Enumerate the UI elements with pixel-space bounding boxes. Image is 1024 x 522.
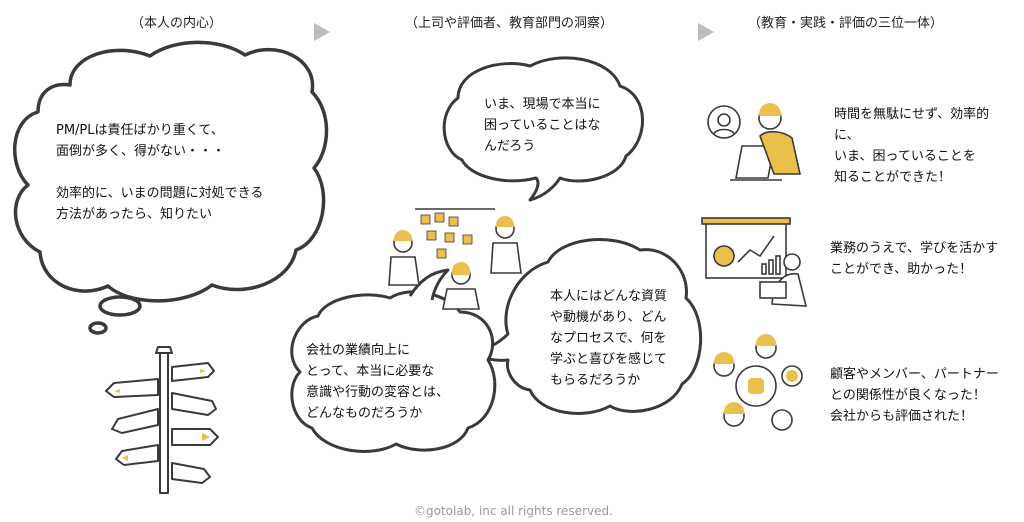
right-3-line-2: との関係性が良くなった！	[830, 388, 986, 403]
right-2-line-2: ことができ、助かった！	[830, 262, 973, 277]
sticky-note-meeting-illustration	[388, 208, 522, 310]
right-item-3-text: 顧客やメンバー、パートナー との関係性が良くなった！ 会社からも評価された！	[830, 364, 999, 427]
right-2-line-1: 業務のうえで、学びを活かす	[830, 241, 999, 256]
thought-dot-large	[98, 295, 142, 317]
presentation-illustration	[701, 217, 808, 307]
mid-right-line-2: や動機があり、どん	[550, 310, 667, 325]
right-1-line-1: 時間を無駄にせず、効率的	[834, 107, 990, 122]
mid-top-text: いま、現場で本当に 困っていることはな んだろう	[484, 94, 600, 157]
left-line-4: 方法があったら、知りたい	[56, 207, 213, 222]
header-insight: （上司や評価者、教育部門の洞察）	[405, 16, 614, 31]
flow-arrow-1	[314, 23, 330, 41]
mid-right-line-4: 学ぶと喜びを感じて	[550, 352, 668, 367]
mid-right-line-1: 本人にはどんな資質	[550, 289, 668, 304]
mid-left-line-2: とって、本当に必要な	[306, 364, 435, 379]
mid-left-text: 会社の業績向上に とって、本当に必要な 意識や行動の変容とは、 どんなものだろう…	[306, 340, 449, 424]
right-item-2-text: 業務のうえで、学びを活かす ことができ、助かった！	[830, 238, 998, 280]
right-item-1-text: 時間を無駄にせず、効率的 に、 いま、困っていることを 知ることができた！	[834, 104, 989, 188]
signpost-illustration	[105, 346, 219, 494]
mid-top-line-2: 困っていることはな	[484, 118, 601, 133]
flow-arrows	[314, 23, 714, 41]
right-1-line-3: いま、困っていることを	[834, 149, 976, 164]
mid-right-text: 本人にはどんな資質 や動機があり、どん なプロセスで、何を 学ぶと喜びを感じて …	[550, 286, 667, 391]
header-inner-voice: （本人の内心）	[131, 16, 223, 31]
thought-dot-small	[88, 321, 108, 335]
mid-left-line-4: どんなものだろうか	[306, 406, 423, 421]
mid-right-line-5: もらるだろうか	[550, 373, 641, 388]
speech-bubble-top	[442, 56, 644, 202]
left-line-3: 効率的に、いまの問題に対処できる	[56, 186, 264, 201]
flow-arrow-2	[698, 23, 714, 41]
right-1-line-2: に、	[834, 128, 860, 143]
header-trinity: （教育・実践・評価の三位一体）	[748, 16, 944, 31]
online-meeting-illustration	[707, 103, 801, 181]
team-circle-illustration	[713, 334, 803, 431]
mid-left-line-3: 意識や行動の変容とは、	[306, 385, 450, 400]
left-line-1: PM/PLは責任ばかり重くて、	[56, 123, 224, 138]
right-1-line-4: 知ることができた！	[834, 170, 952, 185]
mid-top-line-1: いま、現場で本当に	[484, 97, 601, 112]
speech-bubbles-middle	[290, 56, 703, 453]
mid-right-line-3: なプロセスで、何を	[550, 331, 667, 346]
mid-top-line-3: んだろう	[484, 139, 536, 154]
copyright-footer: ©gotolab, inc all rights reserved.	[414, 504, 613, 518]
thought-bubble-left	[12, 40, 329, 335]
speech-bubble-right	[468, 238, 703, 415]
left-line-2: 面倒が多く、得がない・・・	[56, 144, 226, 159]
right-3-line-1: 顧客やメンバー、パートナー	[830, 367, 999, 382]
left-bubble-text: PM/PLは責任ばかり重くて、 面倒が多く、得がない・・・ 効率的に、いまの問題…	[56, 120, 263, 225]
mid-left-line-1: 会社の業績向上に	[306, 343, 411, 358]
right-3-line-3: 会社からも評価された！	[830, 409, 974, 424]
